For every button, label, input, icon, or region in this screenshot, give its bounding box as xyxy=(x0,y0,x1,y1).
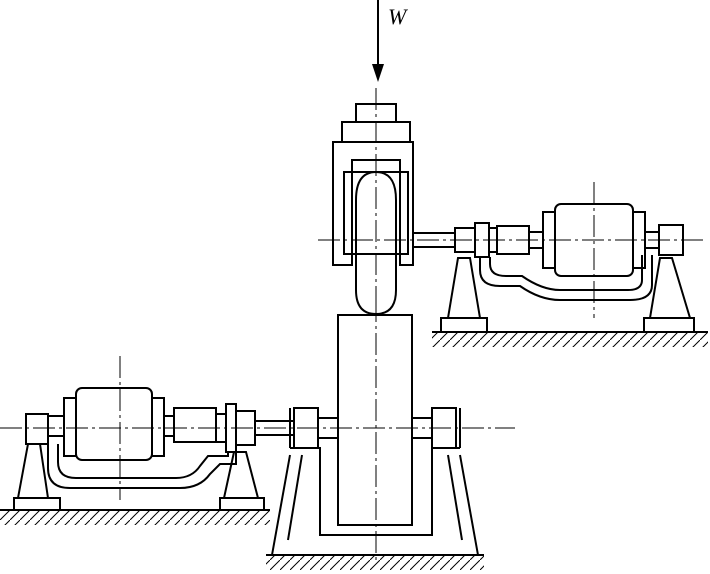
drum xyxy=(337,314,413,526)
test-wheel xyxy=(355,170,397,316)
upper-motor-frame xyxy=(479,255,653,301)
lower-right-pedestal xyxy=(219,451,265,511)
drum-support-frame xyxy=(266,408,484,570)
load-label: W xyxy=(388,4,407,29)
loading-head xyxy=(332,103,414,266)
lower-motor xyxy=(25,356,165,500)
lower-ground xyxy=(0,509,270,525)
upper-ground xyxy=(432,331,708,347)
lower-motor-frame xyxy=(47,444,237,489)
lower-left-pedestal xyxy=(13,443,61,511)
upper-shaft xyxy=(412,222,544,258)
load-arrow xyxy=(372,0,384,82)
upper-motor xyxy=(542,182,684,318)
